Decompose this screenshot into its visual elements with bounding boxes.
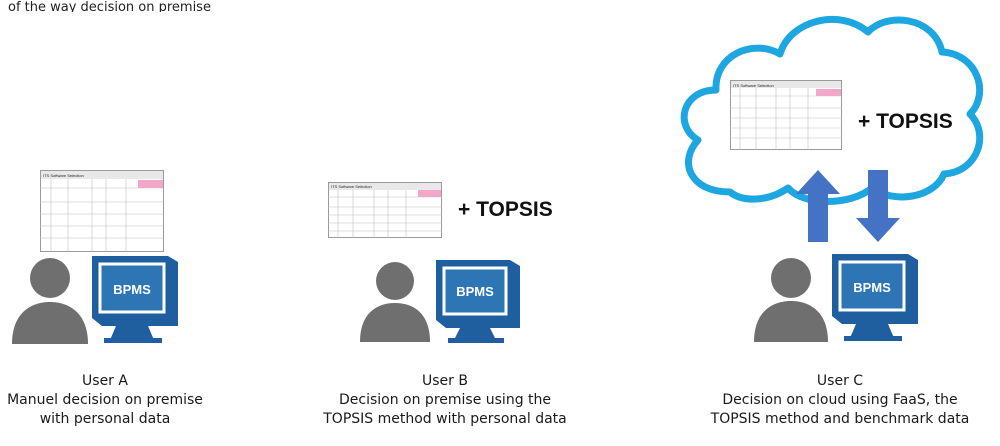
- caption-line: Decision on premise using the: [338, 392, 552, 408]
- computer-icon: BPMS: [436, 260, 520, 343]
- top-text-fragment: of the way decision on premise: [8, 0, 211, 12]
- computer-icon: BPMS: [92, 256, 178, 343]
- table-title: ITS Software Selection: [43, 173, 84, 178]
- caption-line: TOPSIS method with personal data: [323, 411, 567, 427]
- caption-line: Decision on cloud using FaaS, the: [722, 392, 958, 408]
- monitor-label: BPMS: [456, 284, 494, 299]
- down-arrow-icon: [856, 170, 900, 242]
- caption-user-a: User A Manuel decision on premise with p…: [0, 372, 210, 429]
- person-icon: [360, 262, 430, 342]
- person-icon: [12, 258, 88, 344]
- caption-user-b: User B Decision on premise using the TOP…: [300, 372, 590, 429]
- user-name: User B: [422, 373, 468, 389]
- caption-line: TOPSIS method and benchmark data: [710, 411, 970, 427]
- user-name: User C: [816, 373, 864, 389]
- topsis-label-cloud: + TOPSIS: [858, 110, 953, 133]
- up-arrow-icon: [796, 170, 840, 242]
- table-title: ITS Software Selection: [331, 184, 372, 189]
- table-icon: ITS Software Selection: [328, 182, 442, 238]
- computer-icon: BPMS: [832, 254, 918, 341]
- caption-line: with personal data: [39, 411, 171, 427]
- caption-line: Manuel decision on premise: [7, 392, 203, 408]
- topsis-label-b: + TOPSIS: [458, 198, 553, 221]
- table-title: ITS Software Selection: [733, 83, 774, 88]
- caption-user-c: User C Decision on cloud using FaaS, the…: [690, 372, 990, 429]
- person-icon: [754, 258, 828, 342]
- monitor-label: BPMS: [853, 280, 891, 295]
- table-icon: ITS Software Selection: [40, 170, 164, 252]
- table-icon: ITS Software Selection: [730, 80, 842, 150]
- user-name: User A: [82, 373, 128, 389]
- monitor-label: BPMS: [113, 282, 151, 297]
